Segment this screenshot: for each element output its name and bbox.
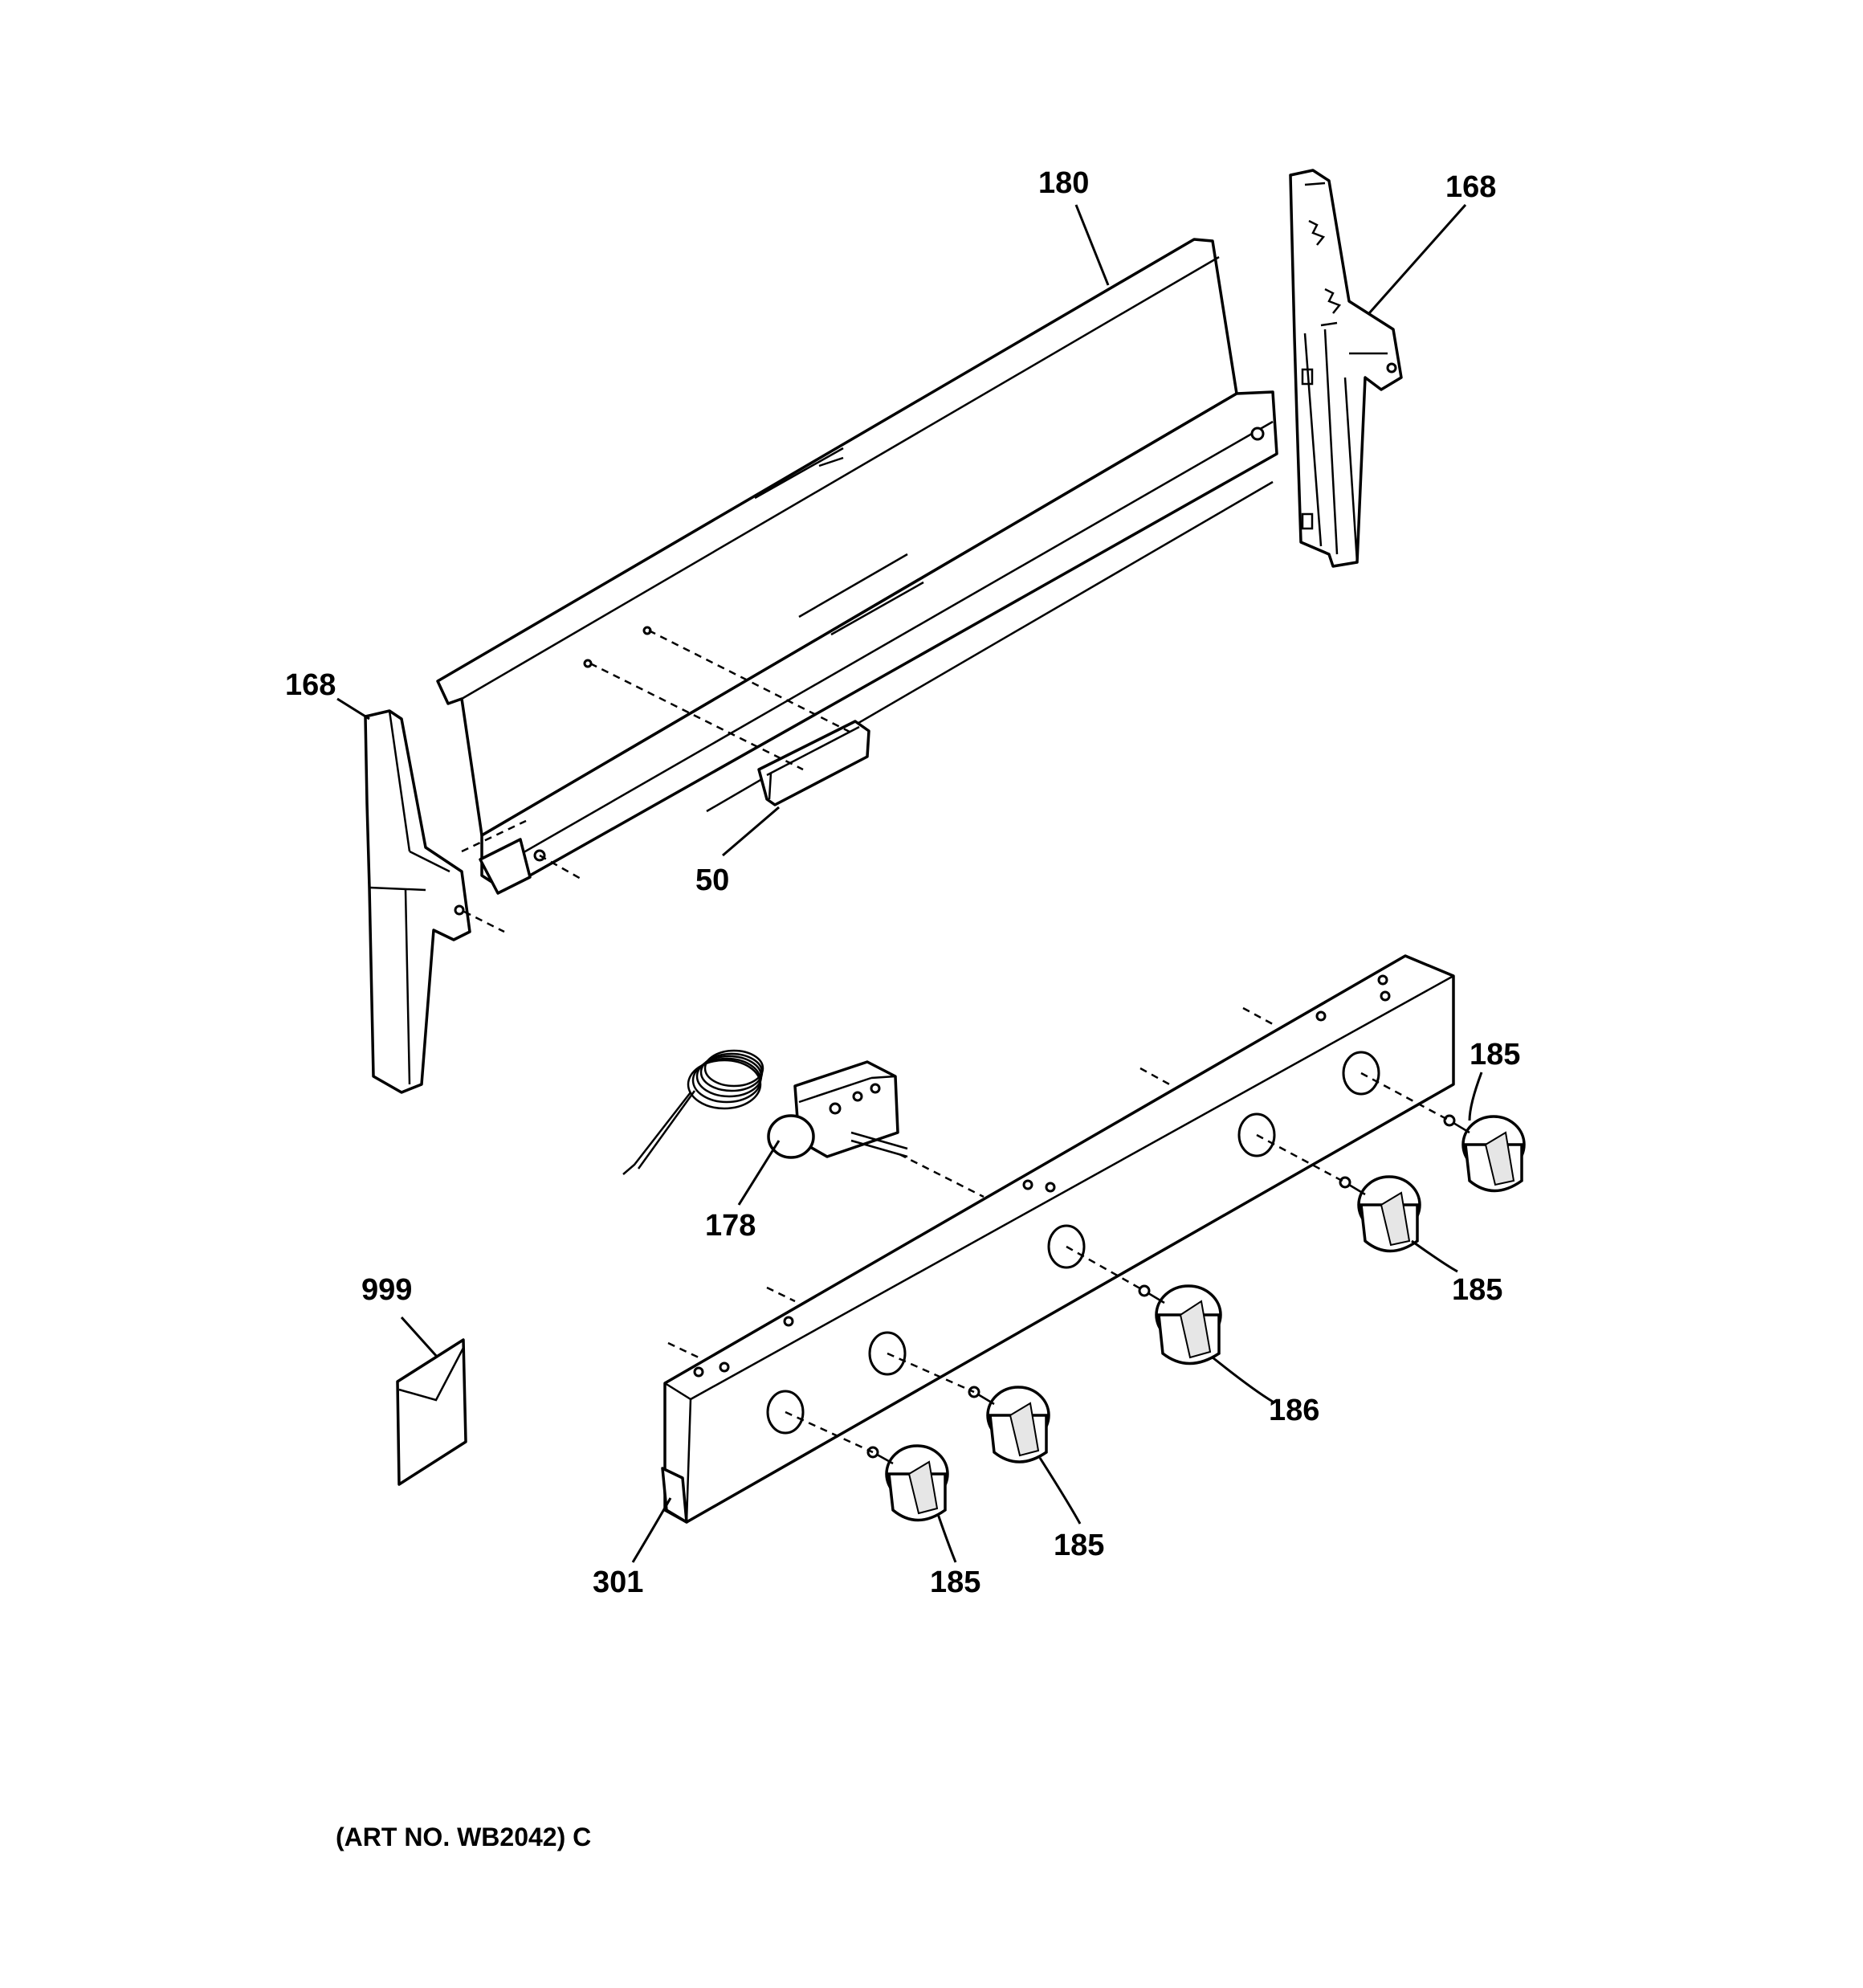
end-cap-left-part-168	[364, 709, 471, 1094]
assembly-dashed-lines	[461, 629, 1450, 1454]
callout-185-bottom-left: 185	[930, 1565, 980, 1599]
callout-leader-lines	[336, 204, 1483, 1563]
callout-50: 50	[695, 863, 729, 897]
knob-185-middle-right	[1339, 1175, 1421, 1253]
callout-185-top-right: 185	[1470, 1038, 1520, 1072]
thermostat-part-178	[622, 1049, 908, 1175]
callout-301: 301	[593, 1565, 643, 1599]
callout-186: 186	[1269, 1394, 1319, 1427]
callout-178: 178	[705, 1209, 756, 1243]
knob-186-center	[1138, 1284, 1222, 1365]
callout-180: 180	[1038, 166, 1089, 200]
end-cap-right-part-168	[1289, 169, 1403, 568]
art-number-caption: (ART NO. WB2042) C	[336, 1823, 591, 1851]
backsplash-part-180	[436, 238, 1278, 895]
knob-185-top-right	[1443, 1114, 1526, 1193]
callout-999: 999	[361, 1273, 412, 1307]
clip-part-50	[757, 720, 870, 806]
control-panel-part-301	[661, 954, 1455, 1524]
callout-185-middle-right: 185	[1452, 1273, 1502, 1307]
callout-168-left: 168	[285, 668, 336, 702]
callout-185-lower-middle: 185	[1054, 1529, 1104, 1562]
callout-168-right: 168	[1445, 170, 1496, 204]
knob-185-bottom-left	[866, 1444, 949, 1522]
knob-185-lower-middle	[968, 1386, 1050, 1463]
callout-labels: 180 168 168 50 185 178 185 999 186 185 3…	[285, 166, 1520, 1599]
literature-envelope-part-999	[396, 1338, 467, 1486]
